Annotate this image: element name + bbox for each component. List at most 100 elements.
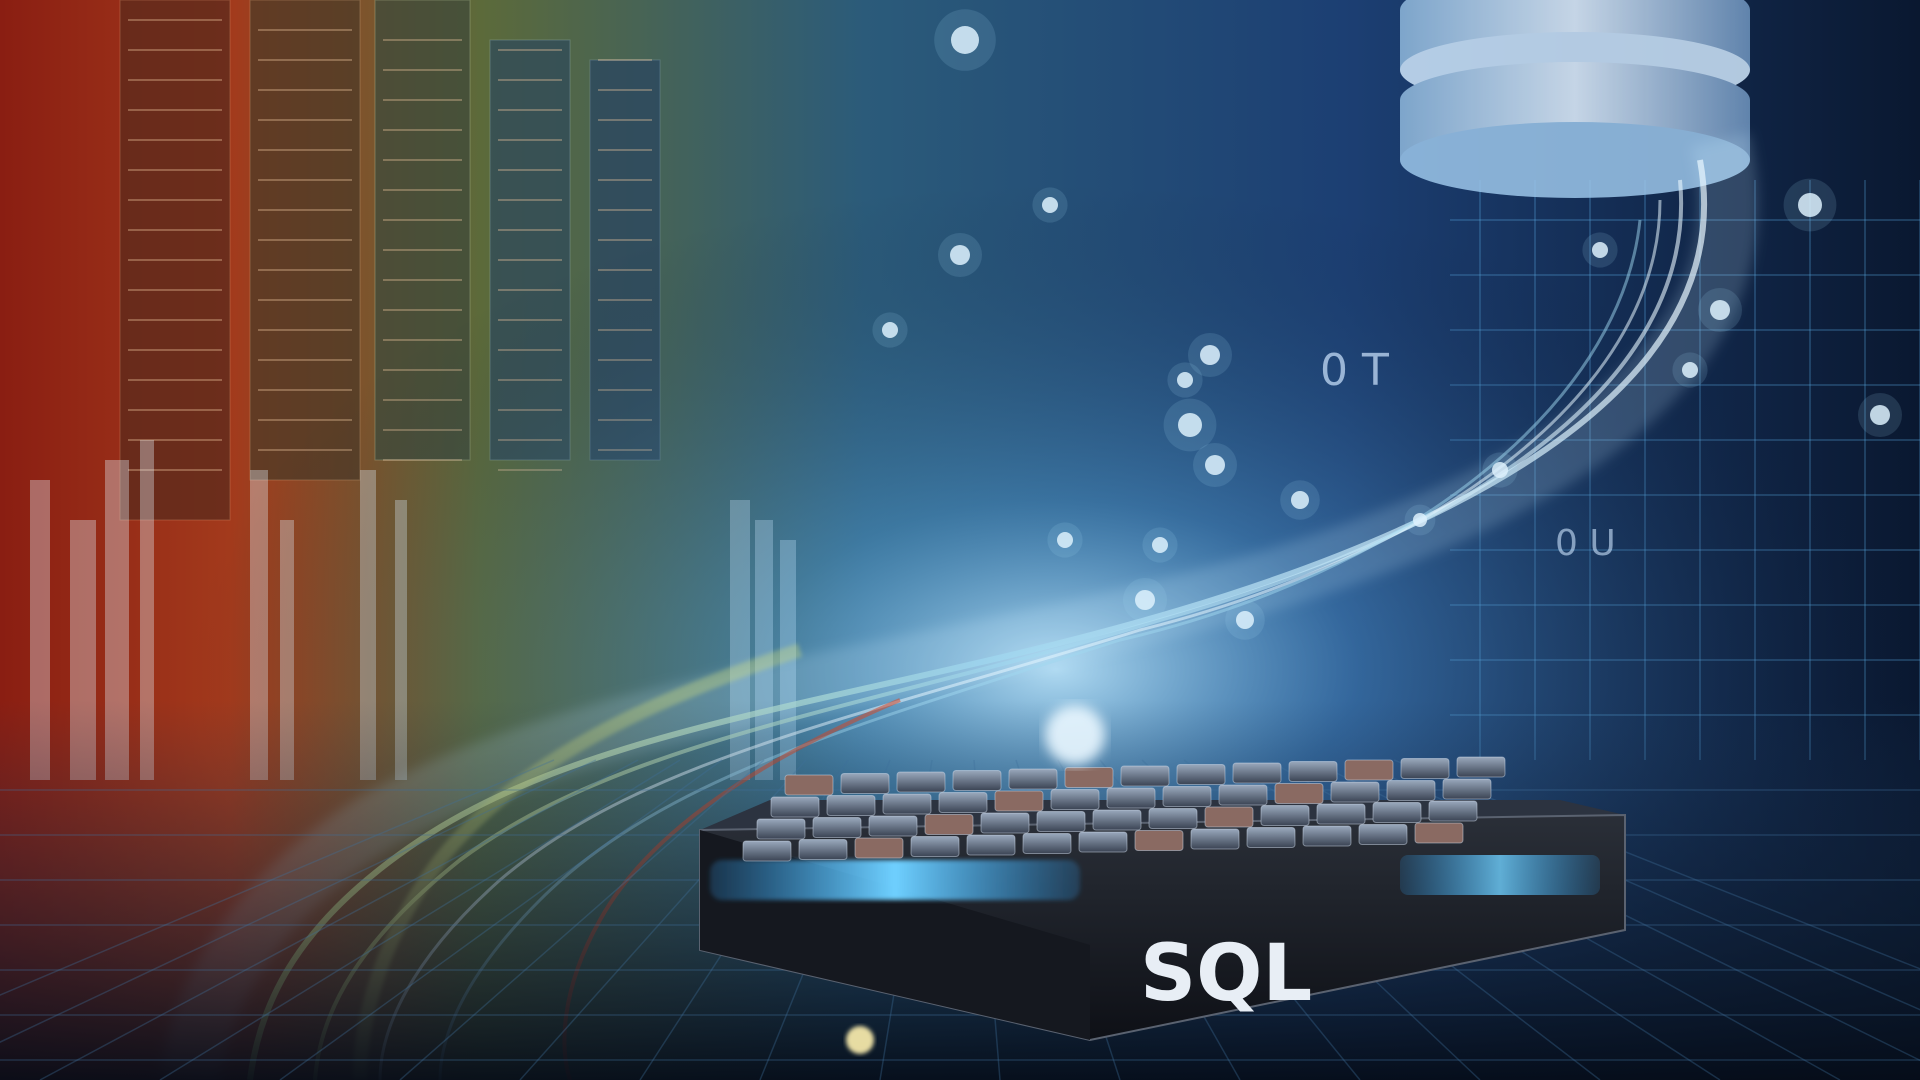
keyboard-key (1120, 765, 1170, 787)
keyboard-key (1400, 758, 1450, 779)
keyboard-key (1246, 827, 1296, 848)
keyboard-key (1162, 786, 1212, 807)
keyboard-key (1344, 759, 1394, 781)
keyboard-key (1288, 761, 1338, 782)
keyboard-key (966, 834, 1016, 856)
data-particle (1682, 362, 1698, 378)
keyboard-key (756, 818, 806, 840)
data-particle (1492, 462, 1508, 478)
keyboard-key (1134, 830, 1184, 851)
data-particle (1710, 300, 1730, 320)
keyboard-key (1022, 833, 1072, 854)
sql-keyboard-device: SQL (699, 756, 1626, 1042)
keyboard-key (742, 840, 792, 862)
keyboard-key (896, 771, 946, 793)
data-particle (1413, 513, 1427, 527)
data-particle-glow (1188, 333, 1232, 377)
data-particle-glow (1280, 480, 1320, 520)
floor-grid-line (399, 759, 765, 1080)
floor-grid-line (39, 759, 639, 1080)
keyboard-keys (742, 756, 1506, 862)
data-particle-glow (1123, 578, 1167, 622)
keyboard-key (910, 836, 960, 857)
keyboard-key (952, 770, 1002, 791)
keyboard-key (1456, 756, 1506, 778)
keyboard-key (1260, 805, 1310, 826)
data-particle (1236, 611, 1254, 629)
data-particle (1177, 372, 1193, 388)
keyboard-key (1092, 809, 1142, 831)
data-particle-glow (1482, 452, 1518, 488)
keyboard-key (1316, 803, 1366, 825)
data-particle (1205, 455, 1225, 475)
data-particle (1291, 491, 1309, 509)
keyboard-key (994, 790, 1044, 812)
keyboard-key (840, 773, 890, 794)
keyboard-key (1302, 825, 1352, 847)
floating-glyph: 0 U (1555, 523, 1616, 564)
keyboard-key (784, 774, 834, 796)
light-spark (846, 1026, 874, 1054)
keyboard-key (1358, 824, 1408, 845)
floor-grid-line (159, 759, 681, 1080)
data-particle-glow (1672, 352, 1708, 388)
data-particle (1135, 590, 1155, 610)
blue-led-strip (710, 860, 1080, 900)
data-particle (1200, 345, 1220, 365)
keyboard-key (1050, 789, 1100, 810)
data-particle (1042, 197, 1058, 213)
keyboard-key (1330, 781, 1380, 803)
data-particle (1152, 537, 1168, 553)
data-particle-glow (1047, 522, 1083, 558)
floor-grid-line (0, 759, 597, 1043)
keyboard-key (938, 792, 988, 813)
data-particle (1798, 193, 1822, 217)
data-particle-glow (1858, 393, 1902, 437)
keyboard-key (1148, 808, 1198, 829)
floating-data-particles (872, 9, 1902, 640)
keyboard-key (868, 815, 918, 837)
keyboard-key (1176, 764, 1226, 785)
keyboard-key (826, 795, 876, 816)
data-particle-glow (1163, 398, 1217, 452)
data-particle-glow (872, 312, 908, 348)
data-particle (1178, 413, 1202, 437)
data-particle-glow (1582, 232, 1618, 268)
keyboard-key (1442, 778, 1492, 800)
keyboard-key (1232, 762, 1282, 784)
data-particle-glow (1404, 504, 1436, 536)
keyboard-key (1414, 822, 1464, 844)
data-particle-glow (934, 9, 996, 71)
database-cylinder-icon (1400, 0, 1750, 198)
data-particle (1057, 532, 1073, 548)
keyboard-key (1106, 787, 1156, 809)
keyboard-key (1274, 783, 1324, 804)
data-particle (882, 322, 898, 338)
data-particle-glow (1167, 362, 1203, 398)
keyboard-key (1078, 831, 1128, 853)
data-particle-glow (1032, 187, 1068, 223)
data-particle-glow (1698, 288, 1742, 332)
keyboard-key (1036, 811, 1086, 832)
keyboard-key (1008, 768, 1058, 790)
floating-glyph: 0 T (1320, 345, 1389, 396)
floor-grid-line (279, 759, 723, 1080)
data-particle-glow (1225, 600, 1265, 640)
keyboard-key (1204, 806, 1254, 828)
keyboard-key (1218, 784, 1268, 806)
keyboard-key (1372, 802, 1422, 823)
keyboard-key (1190, 828, 1240, 850)
keyboard-key (924, 814, 974, 835)
data-particle (1870, 405, 1890, 425)
data-particle-glow (938, 233, 982, 277)
keyboard-key (854, 837, 904, 859)
device-label: SQL (1140, 929, 1312, 1019)
data-particle (1592, 242, 1608, 258)
floor-grid-line (0, 759, 555, 996)
keyboard-key (798, 839, 848, 860)
light-spark (1045, 705, 1105, 765)
data-particle-glow (1193, 443, 1237, 487)
keyboard-key (812, 817, 862, 838)
